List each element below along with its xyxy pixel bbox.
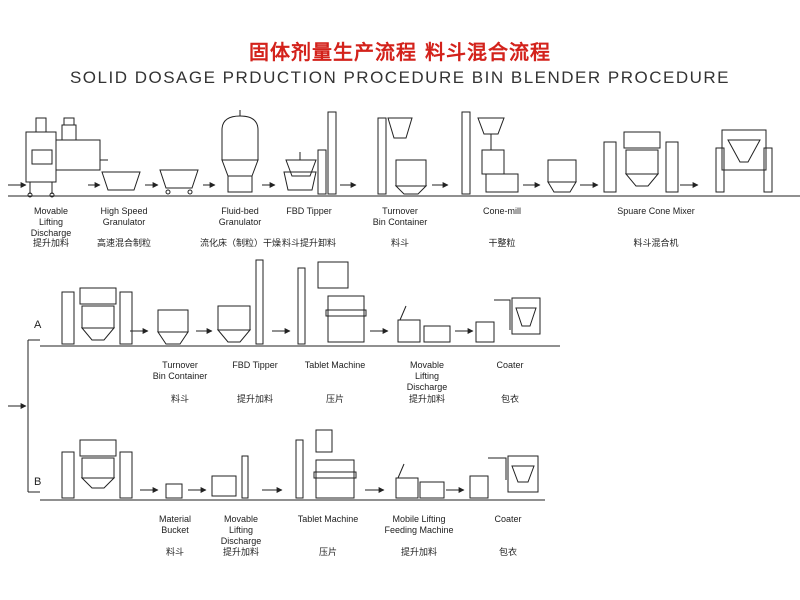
row2-label-movable-lifting: Movable Lifting Discharge <box>406 360 448 392</box>
row1-cn-cone-mill: 干整粒 <box>488 239 516 249</box>
branch-label-b: B <box>34 476 42 488</box>
row1-bin-cart-drawing <box>159 169 199 195</box>
row1-cone-mill-drawing <box>461 111 519 195</box>
row1-bin-drawing <box>547 159 577 193</box>
row1-label-movable-lifting: Movable Lifting Discharge <box>30 206 72 238</box>
row2-label-coater: Coater <box>496 360 524 370</box>
row3-label-mobile-lifting-feeding: Mobile Lifting Feeding Machine <box>384 514 454 535</box>
row3-label-tablet-machine: Tablet Machine <box>297 514 359 524</box>
row1-cn-fbd-tipper: 料斗提升卸料 <box>281 239 336 249</box>
row3-label-coater: Coater <box>494 514 522 524</box>
row1-cn-turnover-bin: 料斗 <box>390 239 409 249</box>
row3-equipment-drawings <box>61 429 539 499</box>
row1-movable-lifting-discharge-drawing <box>25 117 57 198</box>
title-english: SOLID DOSAGE PRDUCTION PROCEDURE BIN BLE… <box>69 68 731 87</box>
row2-cn-movable-lifting: 提升加料 <box>408 395 445 405</box>
title-chinese: 固体剂量生产流程 料斗混合流程 <box>249 40 551 64</box>
row2-cn-tablet-machine: 压片 <box>325 395 344 405</box>
row1-label-cone-mill: Cone-mill <box>482 206 521 216</box>
row3-cn-coater: 包衣 <box>498 548 517 558</box>
row1-label-square-cone-mixer: Spuare Cone Mixer <box>617 206 695 216</box>
row2-label-turnover-bin: Turnover Bin Container <box>152 360 208 381</box>
row1-label-turnover-bin: Turnover Bin Container <box>372 206 428 227</box>
row1-label-fbd-tipper: FBD Tipper <box>286 206 332 216</box>
row1-cn-fluid-bed: 流化床（制粒）干燥 <box>200 239 282 249</box>
row1-label-high-speed-granulator: High Speed Granulator <box>100 206 148 227</box>
branch-label-a: A <box>34 319 42 331</box>
row1-cn-square-cone-mixer: 料斗混合机 <box>633 239 679 249</box>
row2-cn-fbd-tipper: 提升加料 <box>236 395 273 405</box>
row1-label-fluid-bed: Fluid-bed Granulator <box>218 206 262 227</box>
row1-cn-high-speed-granulator: 高速混合制粒 <box>96 239 151 249</box>
row1-turnover-bin-drawing <box>327 111 428 195</box>
row3-label-movable-lifting: Movable Lifting Discharge <box>220 514 262 546</box>
row1-fbd-tipper-drawing <box>283 149 327 195</box>
row3-cn-tablet-machine: 压片 <box>318 548 337 558</box>
row3-cn-mobile-lifting-feeding: 提升加料 <box>400 548 437 558</box>
row2-cn-coater: 包衣 <box>500 395 519 405</box>
row3-cn-movable-lifting: 提升加料 <box>222 548 259 558</box>
row2-cn-turnover-bin: 料斗 <box>170 395 189 405</box>
row3-cn-material-bucket: 料斗 <box>165 548 184 558</box>
row1-high-speed-granulator-drawing <box>55 117 141 191</box>
row1-square-cone-mixer-drawing <box>603 129 773 193</box>
branch-connector <box>8 339 40 493</box>
row1-cn-movable-lifting: 提升加料 <box>32 239 69 249</box>
row2-equipment-drawings <box>61 259 541 345</box>
row2-label-fbd-tipper: FBD Tipper <box>232 360 278 370</box>
row2-label-tablet-machine: Tablet Machine <box>304 360 366 370</box>
row3-label-material-bucket: Material Bucket <box>158 514 191 535</box>
row1-fluid-bed-granulator-drawing <box>221 110 259 193</box>
